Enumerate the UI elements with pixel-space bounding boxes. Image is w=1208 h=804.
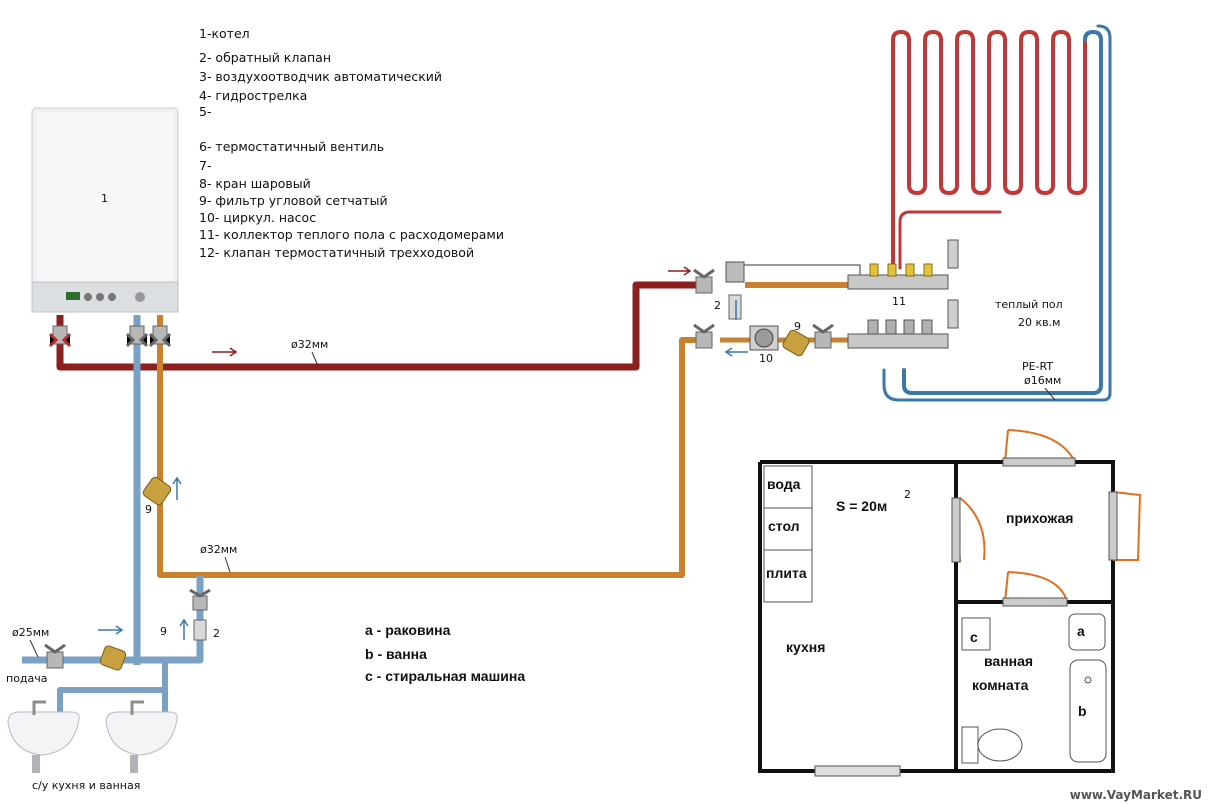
label-floor-area: 20 кв.м [1018,316,1060,329]
label-bath-2: комната [972,677,1029,693]
manifold [847,239,959,349]
label-water: вода [767,476,801,492]
filter-pump [782,329,810,357]
fixture-legend-item: a - раковина [365,622,451,638]
washing-machine [961,617,991,651]
valve-cold-boiler [125,325,149,348]
label-sinks-caption: с/у кухня и ванная [32,779,140,792]
sinks [7,700,178,773]
valve-manifold-return [693,323,715,349]
label-supply-diam: ø32мм [291,338,328,351]
filters [99,329,810,671]
return-pipe-boiler [157,315,700,578]
label-inlet-caption: подача [6,672,48,685]
legend-item: 12- клапан термостатичный трехходовой [199,245,475,260]
label-pump: 10 [759,352,773,365]
legend-item: 2- обратный клапан [199,50,332,65]
label-check-bottom: 2 [213,627,220,640]
legend-item: 9- фильтр угловой сетчатый [199,193,388,208]
fixture-legend-item: c - стиральная машина [365,668,526,684]
toilet [961,726,1023,764]
arrow-manifold-return [724,347,748,357]
floor-heating-loops [882,24,1112,402]
legend-item: 5- [199,104,212,119]
check-valves [193,261,745,641]
sink-branch [57,660,168,720]
filter-vertical [142,476,172,506]
boiler: 1 [31,107,179,313]
valve-supply-boiler [48,325,72,348]
valve-manifold-supply [693,268,715,294]
label-kitchen: кухня [786,639,825,655]
legend-item: 4- гидрострелка [199,88,308,103]
floor-plan: вода стол плита S = 20м 2 кухня прихожая… [758,429,1142,777]
sink-right [105,700,178,773]
label-fixture-a: a [1077,623,1085,639]
window-bottom [814,765,901,777]
label-area: S = 20м [836,498,887,514]
three-way-valve [725,261,745,283]
valve-pump-inlet [812,323,834,349]
legend-item: 1-котел [199,26,250,41]
door-top [1004,429,1076,463]
legend-item: 10- циркул. насос [199,210,317,225]
legend-item: 8- кран шаровый [199,176,311,191]
label-check-top: 2 [714,299,721,312]
label-return-diam: ø32мм [200,543,237,556]
label-manifold: 11 [892,295,906,308]
label-fixture-c: c [970,629,978,645]
check-valve-bottom [193,619,207,641]
check-valve-top [728,294,742,320]
bathtub [1069,659,1107,763]
circulation-pump [749,325,779,351]
valve-bottom-check [189,588,211,611]
label-area-sup: 2 [904,488,911,501]
flow-arrows [98,266,748,640]
fixture-legend-item: b - ванна [365,646,427,662]
legend-item: 11- коллектор теплого пола с расходомера… [199,227,504,242]
valve-return-boiler [148,325,172,348]
label-inlet-diam: ø25мм [12,626,49,639]
legend-item: 3- воздухоотводчик автоматический [199,69,442,84]
bath-sink [1068,613,1106,651]
arrow-up-filter [172,476,182,500]
label-filter-bottom: 9 [160,625,167,638]
label-floor-title: теплый пол [995,298,1063,311]
wall-outer [758,460,1115,773]
valves [44,268,834,669]
sink-left [7,700,80,773]
label-floor-pipe-type: PE-RT [1022,360,1053,373]
filter-bottom [99,645,127,671]
label-table: стол [768,518,800,534]
arrow-manifold-in [668,266,692,276]
floor-loop-hot [891,29,1087,267]
label-bath-1: ванная [984,653,1033,669]
door-bath [1004,571,1068,603]
floor-loop-cross [898,210,1002,270]
label-filter-vertical: 9 [145,503,152,516]
legend-item: 7- [199,158,212,173]
label-filter-pump: 9 [794,320,801,333]
legend-item: 6- термостатичный вентиль [199,139,385,154]
arrow-supply [212,347,238,357]
label-fixture-b: b [1078,703,1087,719]
door-right [1112,491,1142,561]
label-hall: прихожая [1006,510,1073,526]
watermark: www.VayMarket.RU [1069,788,1202,802]
floor-loop-cold [902,29,1103,395]
label-floor-pipe-diam: ø16мм [1024,374,1061,387]
supply-pipe [56,281,700,371]
floor-loop-cold-2 [882,24,1112,402]
arrow-up-check [179,618,189,640]
boiler-number: 1 [101,192,108,205]
valve-inlet [44,643,66,669]
label-stove: плита [766,565,807,581]
arrow-inlet [98,625,124,635]
